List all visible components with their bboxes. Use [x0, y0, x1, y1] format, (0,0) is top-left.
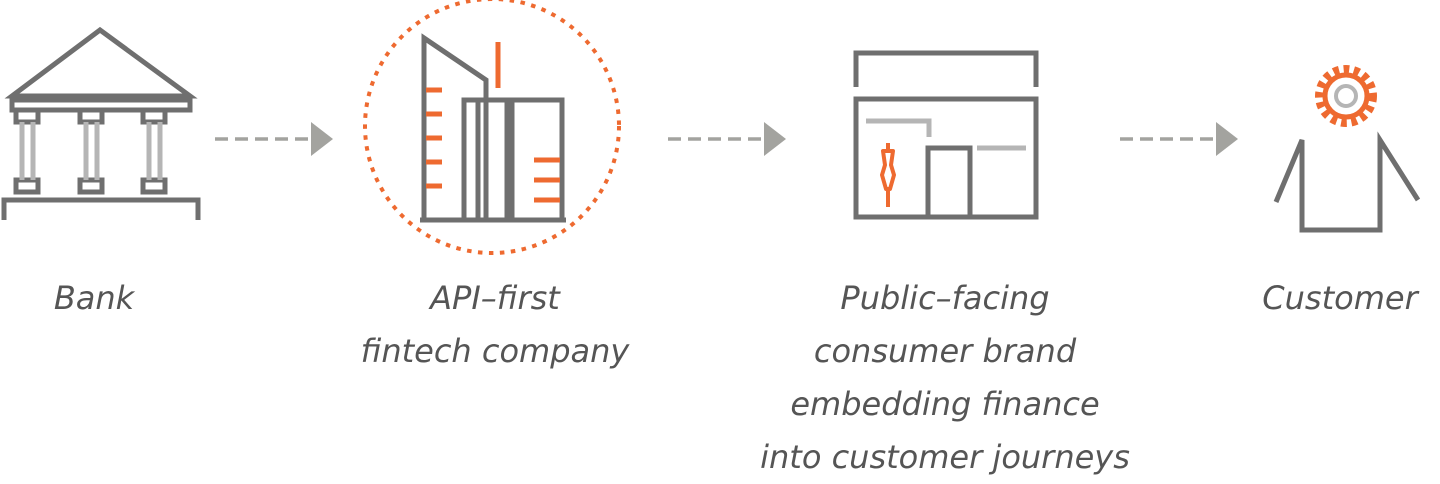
step-bank: Bank	[0, 0, 201, 471]
customer-person-icon	[1273, 65, 1421, 233]
gear-icon	[1315, 65, 1377, 127]
label-line: embedding finance	[790, 385, 1100, 423]
step-customer-label: Customer	[1240, 272, 1440, 325]
dashed-arrow-1	[215, 122, 333, 156]
storefront-icon	[853, 50, 1039, 220]
label-line: consumer brand	[813, 332, 1077, 370]
dashed-arrow-2	[668, 122, 786, 156]
dashed-arrow-3	[1120, 122, 1238, 156]
step-customer: Customer	[1250, 0, 1440, 471]
step-fintech-label: API–first fintech company	[330, 272, 660, 378]
step-fintech: API–first fintech company	[330, 0, 660, 471]
label-line: into customer journeys	[760, 438, 1130, 476]
label-line: fintech company	[360, 332, 630, 370]
step-consumer-brand-label: Public–facing consumer brand embedding f…	[730, 272, 1160, 484]
label-line: Bank	[53, 279, 135, 317]
step-bank-label: Bank	[0, 272, 194, 325]
fintech-buildings-icon	[363, 0, 621, 255]
step-consumer-brand: Public–facing consumer brand embedding f…	[730, 0, 1160, 476]
label-line: API–first	[430, 279, 560, 317]
label-line: Customer	[1262, 279, 1418, 317]
label-line: Public–facing	[840, 279, 1050, 317]
bank-icon	[1, 26, 201, 220]
